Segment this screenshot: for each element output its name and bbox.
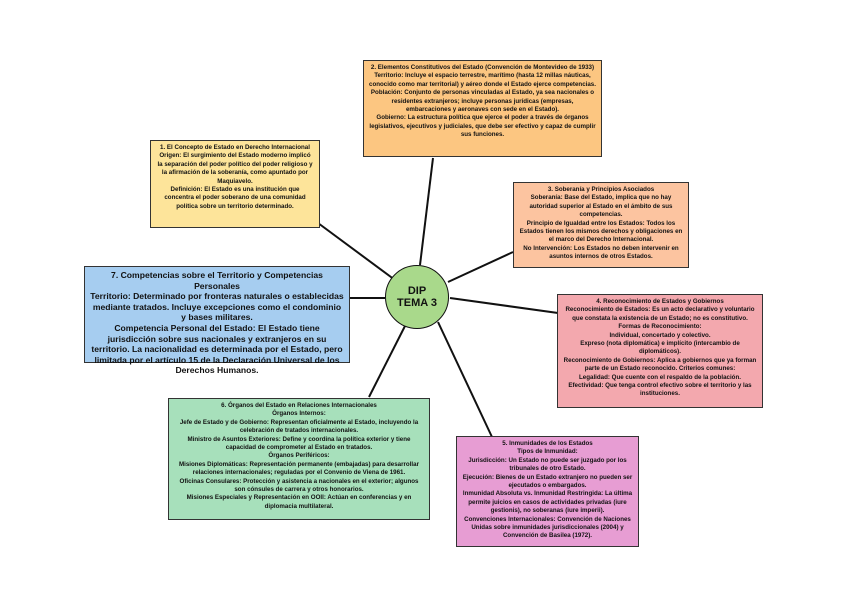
node-line: Gobierno: La estructura política que eje… xyxy=(369,114,596,139)
node-inmunidades: 5. Inmunidades de los Estados Tipos de I… xyxy=(456,436,639,547)
connector-3 xyxy=(447,251,514,283)
central-topic-line1: DIP xyxy=(407,285,427,297)
node-line: Tipos de Inmunidad: xyxy=(517,448,578,456)
connector-1 xyxy=(317,222,396,281)
node-line: Formas de Reconocimiento: xyxy=(618,323,702,331)
node-title: 3. Soberanía y Principios Asociados xyxy=(547,186,655,193)
node-concepto-estado: 1. El Concepto de Estado en Derecho Inte… xyxy=(150,140,320,228)
node-line: Jurisdicción: Un Estado no puede ser juz… xyxy=(468,456,627,473)
node-organos-estado: 6. Órganos del Estado en Relaciones Inte… xyxy=(168,398,430,520)
node-line: Reconocimiento de Estados: Es un acto de… xyxy=(565,306,755,322)
node-line: Órganos Internos: xyxy=(272,410,326,418)
node-line: No Intervención: Los Estados no deben in… xyxy=(523,244,679,261)
node-line: Principio de Igualdad entre los Estados:… xyxy=(519,219,683,244)
node-line: Inmunidad Absoluta vs. Inmunidad Restrin… xyxy=(462,490,633,515)
node-title: 7. Competencias sobre el Territorio y Co… xyxy=(111,270,323,291)
node-title: 4. Reconocimiento de Estados y Gobiernos xyxy=(596,298,724,305)
node-reconocimiento: 4. Reconocimiento de Estados y Gobiernos… xyxy=(557,294,763,408)
node-line: Misiones Especiales y Representación en … xyxy=(186,494,412,510)
node-line: Soberanía: Base del Estado, implica que … xyxy=(529,194,673,219)
node-title: 6. Órganos del Estado en Relaciones Inte… xyxy=(221,402,377,409)
node-line: Órganos Periféricos: xyxy=(268,452,330,460)
central-topic: DIP TEMA 3 xyxy=(385,265,449,329)
node-line: Origen: El surgimiento del Estado modern… xyxy=(157,152,313,185)
node-line: Territorio: Determinado por fronteras na… xyxy=(90,291,344,323)
connector-5 xyxy=(437,321,493,438)
node-competencias: 7. Competencias sobre el Territorio y Co… xyxy=(84,266,350,375)
node-line: Definición: El Estado es una institución… xyxy=(164,186,306,210)
node-line: Misiones Diplomáticas: Representación pe… xyxy=(178,460,420,477)
node-line: Oficinas Consulares: Protección y asiste… xyxy=(179,477,419,494)
node-line: Reconocimiento de Gobiernos: Aplica a go… xyxy=(563,356,757,373)
node-line: Población: Conjunto de personas vinculad… xyxy=(370,89,595,114)
node-title: 2. Elementos Constitutivos del Estado (C… xyxy=(370,64,595,71)
node-line: Individual, concertado y colectivo. xyxy=(609,331,711,339)
node-title: 1. El Concepto de Estado en Derecho Inte… xyxy=(160,144,310,151)
connector-2 xyxy=(419,157,434,266)
node-line: Jefe de Estado y de Gobierno: Representa… xyxy=(179,418,419,435)
node-line: Efectividad: Que tenga control efectivo … xyxy=(568,382,752,398)
node-line: Ejecución: Bienes de un Estado extranjer… xyxy=(462,473,633,490)
connector-6 xyxy=(368,325,406,398)
node-line: Convenciones Internacionales: Convención… xyxy=(464,515,631,540)
central-topic-line2: TEMA 3 xyxy=(397,297,437,309)
node-elementos-constitutivos: 2. Elementos Constitutivos del Estado (C… xyxy=(363,60,602,157)
node-line: Expreso (nota diplomática) e implícito (… xyxy=(580,340,740,356)
node-line: Competencia Personal del Estado: El Esta… xyxy=(91,322,343,376)
connector-4 xyxy=(449,297,559,314)
node-line: Ministro de Asuntos Exteriores: Define y… xyxy=(187,435,411,452)
node-line: Territorio: Incluye el espacio terrestre… xyxy=(369,72,596,88)
node-line: Legalidad: Que cuente con el respaldo de… xyxy=(579,373,741,381)
node-title: 5. Inmunidades de los Estados xyxy=(502,440,593,447)
node-soberania: 3. Soberanía y Principios Asociados Sobe… xyxy=(513,182,689,268)
